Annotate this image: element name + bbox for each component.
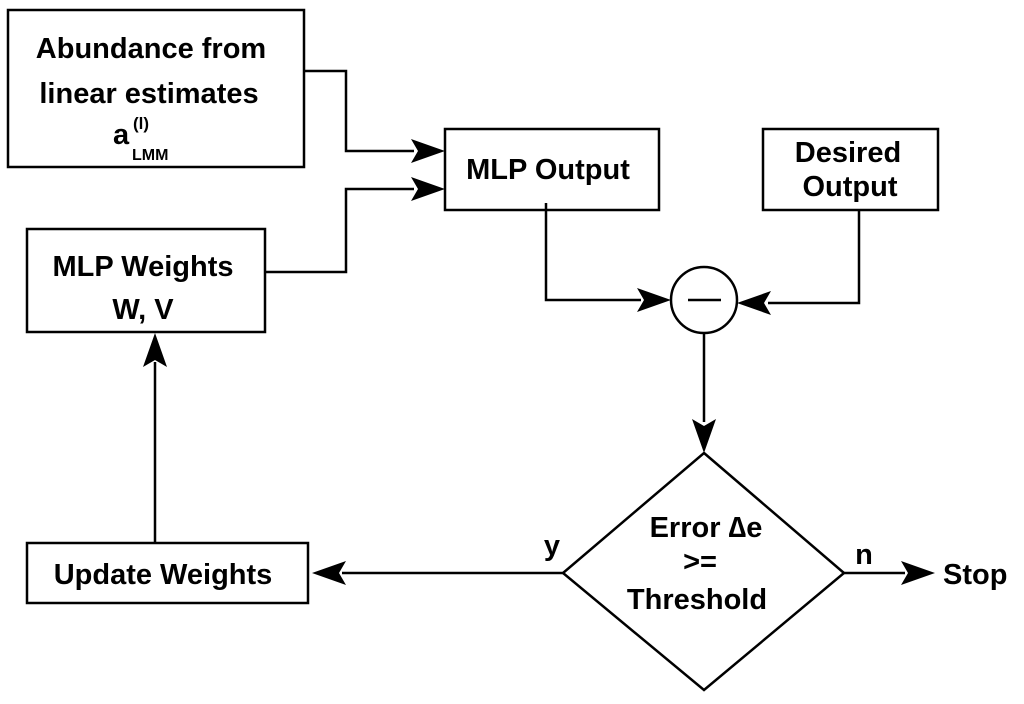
connector-output-to-subtractor	[544, 203, 641, 302]
arrowhead-subtractor-to-decision	[692, 419, 716, 453]
connector-abundance-to-output	[304, 69, 414, 153]
mlp-weights-line2: W, V	[112, 294, 174, 326]
stop-label: Stop	[943, 559, 1007, 591]
abundance-box	[6, 8, 306, 169]
arrowhead-decision-to-update	[312, 561, 346, 585]
connector-weights-to-output	[265, 187, 414, 274]
yes-label: y	[544, 530, 560, 562]
update-weights-label: Update Weights	[54, 559, 273, 591]
connector-desired-to-subtractor	[768, 210, 861, 305]
arrowhead-update-to-weights	[143, 333, 167, 367]
arrowhead-abundance-to-output	[411, 139, 445, 163]
update-weights-box	[25, 541, 310, 605]
arrowhead-weights-to-output	[411, 177, 445, 201]
decision-diamond	[561, 451, 846, 692]
decision-line3: Threshold	[627, 584, 767, 616]
decision-line2: >=	[683, 546, 717, 578]
desired-output-box	[761, 127, 940, 212]
mlp-output-label: MLP Output	[466, 154, 630, 186]
abundance-line1: Abundance from	[36, 33, 266, 65]
abundance-subscript: LMM	[132, 147, 168, 164]
no-label: n	[855, 539, 873, 571]
mlp-weights-box	[25, 227, 267, 334]
decision-line1: Error ∆e	[650, 512, 763, 544]
mlp-output-box	[443, 127, 661, 212]
arrowhead-decision-to-stop	[901, 561, 935, 585]
desired-output-line1: Desired	[795, 137, 901, 169]
abundance-line2: linear estimates	[39, 78, 258, 110]
arrowhead-output-to-subtractor	[637, 288, 671, 312]
abundance-superscript: (l)	[133, 114, 149, 133]
abundance-symbol: a	[113, 119, 130, 151]
desired-output-line2: Output	[802, 171, 897, 203]
mlp-weights-line1: MLP Weights	[53, 251, 234, 283]
arrowhead-desired-to-subtractor	[737, 291, 771, 315]
